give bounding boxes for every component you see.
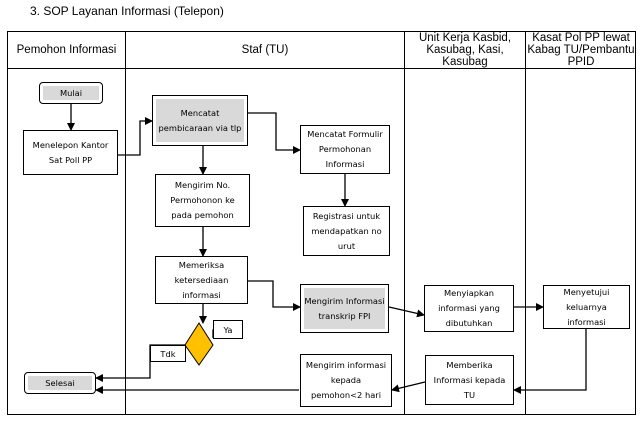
process-mengirim-pemohon: Mengirim informasi kepada pemohon<2 hari bbox=[300, 354, 392, 407]
swimlane-frame bbox=[7, 31, 636, 415]
process-mengirim-transkrip-label: Mengirim Informasi transkrip FPI bbox=[304, 288, 385, 329]
decision-diamond bbox=[184, 322, 214, 366]
start-label: Mulai bbox=[43, 86, 99, 100]
page-title: 3. SOP Layanan Informasi (Telepon) bbox=[30, 4, 224, 18]
decision-tdk-label: Tdk bbox=[150, 345, 186, 362]
lane-header-pemohon: Pemohon Informasi bbox=[16, 43, 117, 56]
arrow-transkrip-to-menyiapkan bbox=[388, 306, 425, 318]
start-terminator: Mulai bbox=[39, 82, 103, 104]
header-divider bbox=[7, 68, 636, 69]
arrow-mencatat-to-formulir bbox=[248, 112, 301, 154]
end-terminator: Selesai bbox=[24, 372, 96, 394]
process-menyetujui: Menyetujui keluarnya informasi bbox=[543, 285, 630, 329]
process-mencatat-formulir: Mencatat Formulir Permohonan Informasi bbox=[300, 125, 390, 174]
arrow-menyetujui-to-memberika bbox=[513, 329, 587, 394]
process-menyiapkan: Menyiapkan informasi yang dibutuhkan bbox=[424, 285, 514, 332]
process-mencatat-pembicaraan: Mencatat pembicaraan via tlp bbox=[152, 95, 248, 146]
process-memberika: Memberika Informasi kepada TU bbox=[425, 355, 514, 405]
process-memeriksa: Memeriksa ketersediaan informasi bbox=[155, 256, 248, 304]
process-menelepon: Menelepon Kantor Sat Poll PP bbox=[23, 130, 118, 175]
arrow-menelepon-to-mencatat bbox=[118, 117, 153, 156]
process-registrasi: Registrasi untuk mendapatkan no urut bbox=[303, 206, 390, 256]
lane-divider bbox=[404, 31, 405, 415]
arrow-memberika-to-mengirim-pemohon bbox=[391, 381, 426, 393]
process-mengirim-transkrip: Mengirim Informasi transkrip FPI bbox=[300, 284, 389, 333]
arrow-memeriksa-to-transkrip bbox=[248, 280, 301, 311]
lane-header-unit-kerja: Unit Kerja Kasbid, Kasubag, Kasi, Kasuba… bbox=[418, 31, 512, 68]
lane-divider bbox=[125, 31, 126, 415]
lane-divider bbox=[525, 31, 526, 415]
lane-header-kasat: Kasat Pol PP lewat Kabag TU/Pembantu PPI… bbox=[527, 31, 635, 68]
end-label: Selesai bbox=[28, 376, 92, 390]
lane-header-staf: Staf (TU) bbox=[241, 43, 289, 56]
decision-ya-label: Ya bbox=[213, 320, 243, 339]
process-mencatat-pembicaraan-label: Mencatat pembicaraan via tlp bbox=[156, 99, 244, 142]
process-mengirim-no: Mengirim No. Permohonon ke pada pemohon bbox=[155, 174, 250, 227]
